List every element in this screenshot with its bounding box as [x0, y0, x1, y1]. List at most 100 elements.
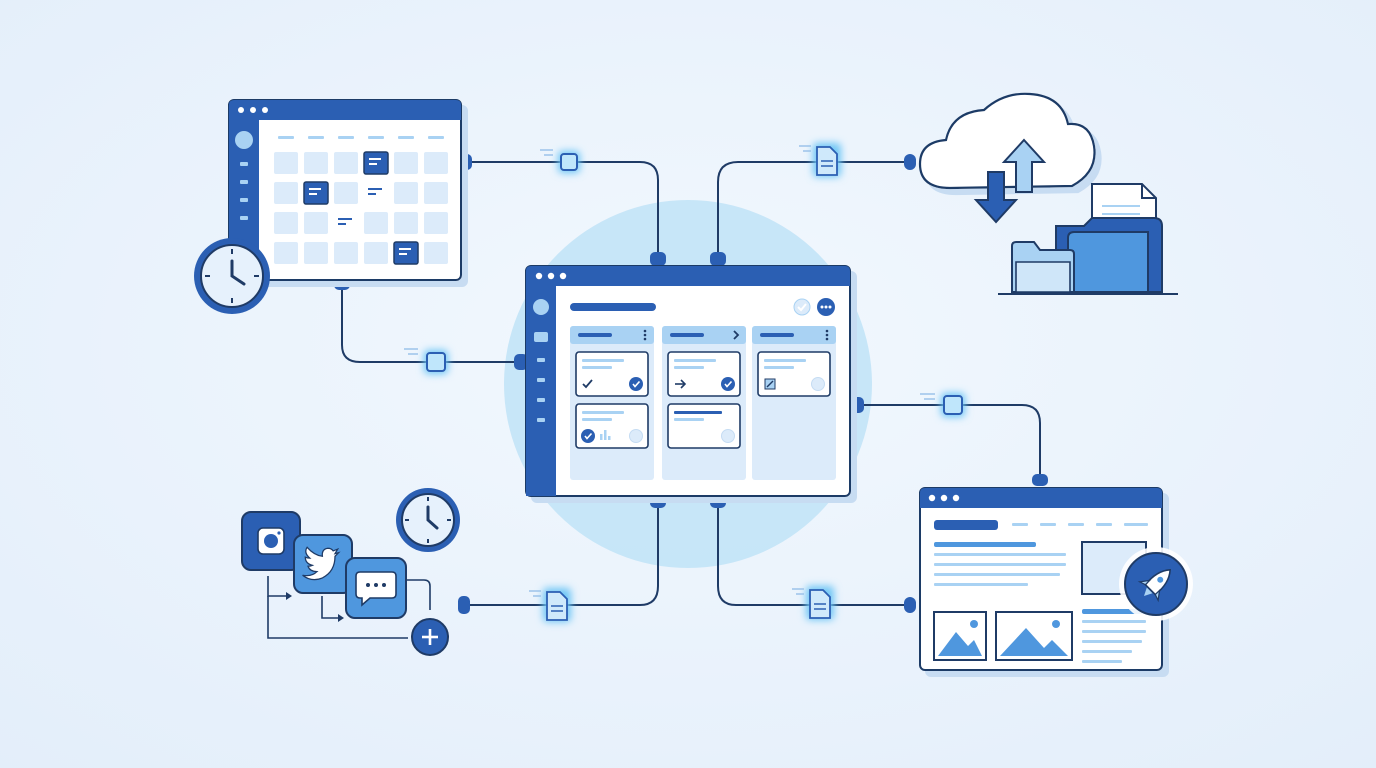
calendar-cell — [334, 182, 358, 204]
calendar-cell — [334, 242, 358, 264]
clock-icon — [396, 488, 460, 552]
packet-calendar-left — [404, 348, 448, 374]
connector-lines — [341, 161, 1041, 606]
event-line — [368, 193, 376, 195]
calendar-cell — [424, 212, 448, 234]
check-icon — [632, 380, 641, 388]
edit-icon — [766, 380, 774, 388]
more-vertical-icon[interactable] — [643, 329, 647, 341]
card-line — [674, 411, 722, 414]
check-circle-icon — [721, 377, 735, 391]
clock-icon — [194, 238, 270, 314]
port — [458, 596, 470, 614]
check-circle-icon — [581, 429, 595, 443]
check-icon — [584, 432, 593, 440]
calendar-cell — [274, 242, 298, 264]
card-line — [582, 418, 612, 421]
chat-bubble-icon — [345, 557, 407, 619]
bar-mark — [600, 434, 603, 440]
task-card[interactable] — [667, 403, 741, 449]
calendar-cell — [394, 152, 418, 174]
calendar-header-dash — [398, 136, 414, 139]
cloud-sync-icon — [918, 92, 1096, 224]
connector-ports — [334, 154, 1048, 614]
status-dot — [629, 429, 643, 443]
board-columns — [570, 326, 836, 480]
folder-icon — [998, 183, 1178, 295]
column-title-bar — [760, 333, 794, 337]
calendar-cell — [304, 152, 328, 174]
card-line — [674, 359, 716, 362]
board-column — [752, 326, 836, 480]
port — [650, 494, 666, 508]
event-line — [369, 158, 381, 160]
plus-icon[interactable] — [411, 618, 449, 656]
port — [904, 154, 916, 170]
bar-mark — [608, 436, 611, 440]
port — [514, 354, 528, 370]
image-placeholder-icon — [995, 611, 1073, 661]
task-card[interactable] — [667, 351, 741, 397]
calendar-cell — [274, 182, 298, 204]
task-card[interactable] — [575, 403, 649, 449]
card-line — [674, 418, 704, 421]
port — [710, 252, 726, 266]
card-line — [582, 366, 612, 369]
status-dot — [721, 429, 735, 443]
card-line — [674, 366, 704, 369]
document-icon — [529, 588, 571, 622]
connector-calendar-board-left — [341, 286, 520, 363]
board-column — [662, 326, 746, 480]
calendar-cell — [364, 212, 388, 234]
calendar-cell — [274, 152, 298, 174]
calendar-window-icon — [228, 99, 462, 281]
board-column — [570, 326, 654, 480]
event-line — [399, 248, 411, 250]
event-line — [369, 163, 377, 165]
document-icon — [792, 586, 834, 620]
bar-mark — [604, 430, 607, 440]
card-line — [582, 411, 624, 414]
task-card[interactable] — [757, 351, 831, 397]
check-icon — [582, 379, 593, 389]
connector-board-website — [856, 404, 1041, 480]
event-line — [338, 218, 352, 220]
event-line — [399, 253, 407, 255]
calendar-cell — [364, 242, 388, 264]
card-line — [764, 366, 794, 369]
instagram-icon — [241, 511, 301, 571]
chevron-right-icon[interactable] — [733, 330, 740, 340]
event-line — [309, 188, 321, 190]
calendar-cell — [424, 242, 448, 264]
task-card[interactable] — [575, 351, 649, 397]
column-body — [662, 326, 746, 480]
port — [904, 597, 916, 613]
calendar-cell — [304, 212, 328, 234]
column-title-bar — [670, 333, 704, 337]
ellipsis-icon — [817, 298, 835, 316]
more-vertical-icon[interactable] — [825, 329, 829, 341]
twitter-bird-icon — [293, 534, 353, 594]
event-line — [368, 188, 382, 190]
rocket-icon — [1119, 547, 1193, 621]
calendar-cell — [334, 152, 358, 174]
calendar-header-dash — [278, 136, 294, 139]
calendar-cell — [274, 212, 298, 234]
connector-board-cloud — [717, 161, 908, 258]
calendar-cell — [394, 182, 418, 204]
calendar-header-dash — [338, 136, 354, 139]
image-placeholder-icon — [933, 611, 987, 661]
column-body — [570, 326, 654, 480]
port — [462, 154, 472, 170]
connector-calendar-board-top — [466, 161, 659, 258]
task-board-window — [525, 265, 851, 497]
column-body — [752, 326, 836, 480]
event-line — [338, 223, 346, 225]
port — [710, 494, 726, 508]
connector-board-website-bottom — [717, 500, 908, 606]
port — [650, 252, 666, 266]
document-icon — [799, 143, 841, 177]
calendar-cell — [304, 242, 328, 264]
